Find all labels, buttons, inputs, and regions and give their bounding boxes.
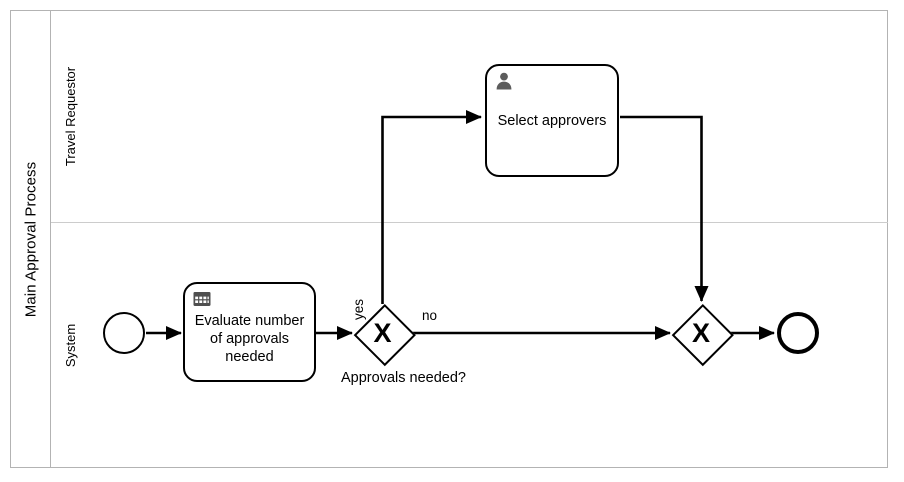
lane-travel-requestor-header[interactable]: Travel Requestor [51,11,91,222]
pool-header[interactable]: Main Approval Process [11,11,51,467]
start-event[interactable] [103,312,145,354]
lane-system[interactable]: System [51,223,888,468]
pool-name-label: Main Approval Process [22,161,40,317]
gateway-merge-exclusive-x-icon: X [691,317,710,348]
gateway-approvals-needed[interactable]: X [353,304,416,366]
flow-label-yes: yes [351,298,366,320]
gateway-merge[interactable]: X [672,304,734,366]
task-evaluate-label: Evaluate number of approvals needed [194,313,305,365]
gateway-approvals-needed-label: Approvals needed? [341,370,466,386]
lane-travel-requestor[interactable]: Travel Requestor [51,11,888,223]
flow-label-no: no [422,308,438,323]
task-select-approvers-label: Select approvers [497,112,607,129]
user-person-icon [496,72,512,90]
lane-system-header[interactable]: System [51,223,91,468]
gateway-exclusive-x-icon: X [373,317,392,348]
end-event[interactable] [777,312,819,354]
lane-system-label: System [63,323,79,368]
task-select-approvers[interactable]: Select approvers [485,64,619,177]
business-rule-table-icon [193,292,211,306]
pool-main-approval-process[interactable]: Main Approval Process Travel Requestor S… [10,10,888,468]
task-evaluate-number-of-approvals[interactable]: Evaluate number of approvals needed [183,282,316,382]
lane-travel-requestor-label: Travel Requestor [63,66,79,167]
